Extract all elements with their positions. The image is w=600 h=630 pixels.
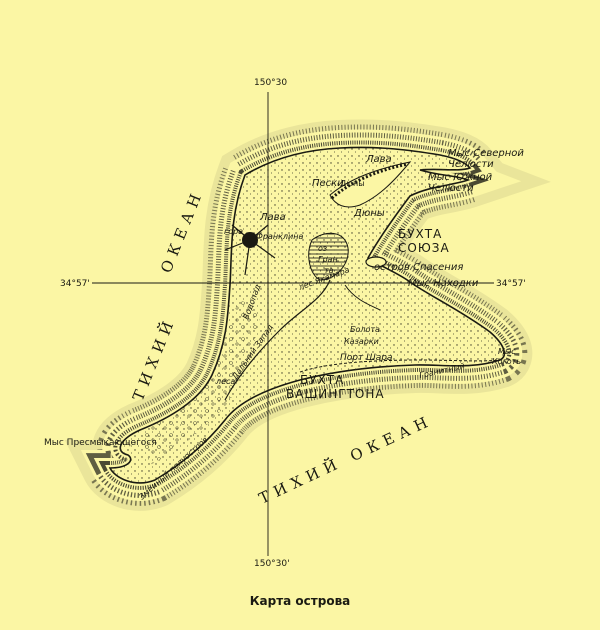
place-far-west: Дальний Запад xyxy=(230,322,275,381)
bay-union-line2: СОЮЗА xyxy=(398,241,450,255)
map-caption: Карта острова xyxy=(249,594,351,608)
river xyxy=(224,279,331,401)
place-swamps: Болота xyxy=(350,325,380,334)
cape-claw-1: Мыс xyxy=(498,347,516,356)
cape-claw-2: Коготь xyxy=(492,357,521,366)
cape-south-jaw-2: Челюсти xyxy=(428,183,474,194)
map-labels: 150°30 150°30' 34°57' 34°57' ТИХИЙ ОКЕАН… xyxy=(44,78,526,569)
cape-find: Мыс Находки xyxy=(408,278,479,289)
place-falls: Водопад xyxy=(241,283,262,321)
bay-union-line1: БУХТА xyxy=(398,227,442,241)
meridian-top-label: 150°30 xyxy=(254,78,287,88)
place-lake-grant-2: Гран xyxy=(318,255,338,264)
salvation-island xyxy=(365,256,387,268)
place-sands: Пески xyxy=(312,178,344,189)
place-forest-1: леса xyxy=(215,377,235,386)
parallel-right-label: 34°57' xyxy=(496,279,526,289)
cape-north-jaw: Мыс Северной xyxy=(448,148,524,159)
cape-north-jaw-2: Челюсти xyxy=(448,159,494,170)
graticule xyxy=(92,92,494,556)
ocean-west-label-1: ТИХИЙ xyxy=(128,313,179,404)
place-lake-grant-3: та xyxy=(324,266,334,275)
mount-franklin xyxy=(224,224,276,276)
place-mount: гора xyxy=(224,227,243,236)
place-lake-grant-1: оз xyxy=(318,244,327,253)
place-granite: Гранитный xyxy=(419,362,466,380)
place-dunes-1: Дюны xyxy=(353,208,385,219)
place-lake-franklin: Франклина xyxy=(256,232,303,241)
place-lava-1: Лава xyxy=(365,154,392,165)
place-port: Порт Шара xyxy=(340,353,392,363)
map-drawing xyxy=(0,92,600,556)
lake-grant xyxy=(308,232,349,281)
parallel-left-label: 34°57' xyxy=(60,279,90,289)
place-dunes-2: Дюны xyxy=(340,179,365,188)
cape-south-jaw: Мыс Южной xyxy=(428,172,493,183)
island xyxy=(109,146,506,484)
cape-reptile: Мыс Пресмыкающегося xyxy=(44,438,157,448)
place-casarka: Казарки xyxy=(344,337,379,346)
meridian-bottom-label: 150°30' xyxy=(254,559,290,569)
ocean-south-label: ТИХИЙ ОКЕАН xyxy=(256,410,436,508)
bay-washington-line2: ВАШИНГТОНА xyxy=(286,387,385,401)
place-lava-2: Лава xyxy=(259,212,286,223)
bay-washington-line1: БУХТА xyxy=(300,373,344,387)
place-salvation-island: остров Спасения xyxy=(374,262,463,273)
ocean-west-label-2: ОКЕАН xyxy=(157,186,207,276)
